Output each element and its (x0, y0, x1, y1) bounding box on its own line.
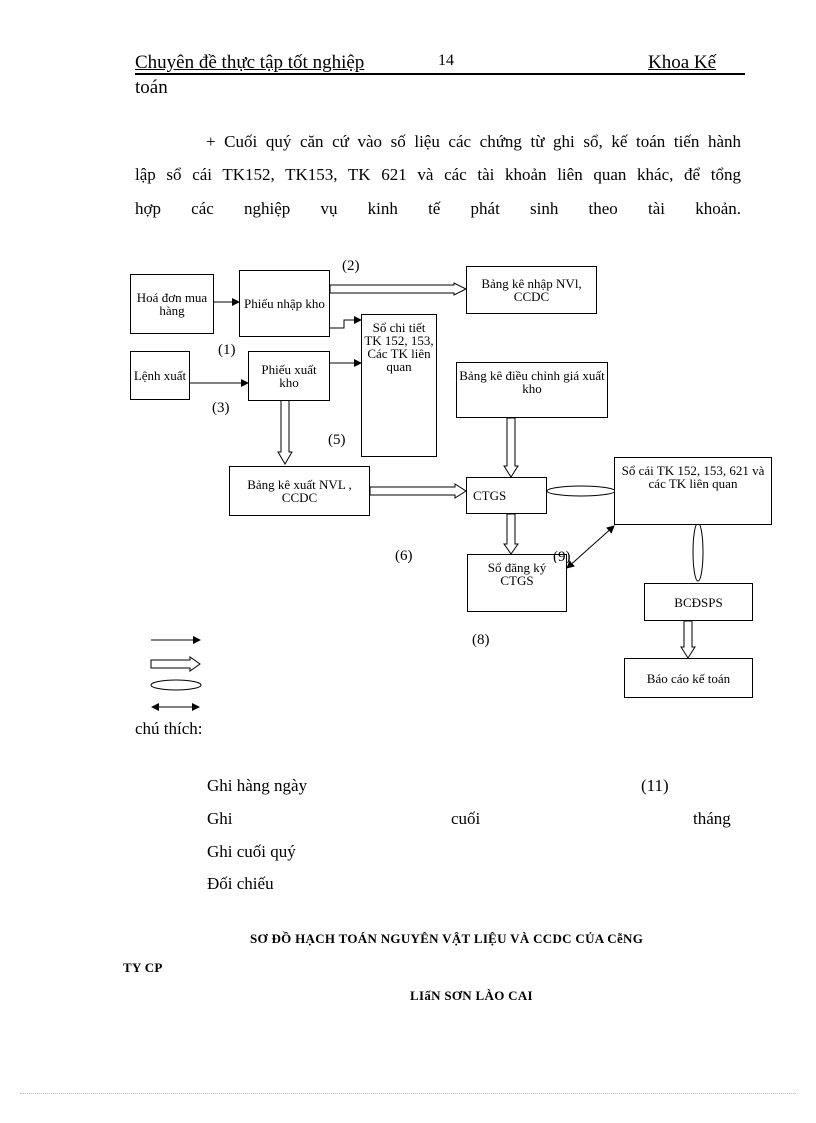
box-so-cai: Sổ cái TK 152, 153, 621 và các TK liên q… (614, 457, 772, 525)
legend-monthly-1: Ghi (207, 809, 233, 828)
box-phieu-nhap: Phiếu nhập kho (239, 270, 330, 337)
box-bang-ke-nhap: Bảng kê nhập NVl, CCDC (466, 266, 597, 314)
label-2: (2) (342, 258, 360, 274)
paragraph-line-1: + Cuối quý căn cứ vào số liệu các chứng … (206, 132, 741, 151)
legend-arrow-double (150, 656, 201, 672)
label-6: (6) (395, 548, 413, 564)
page-number: 14 (438, 52, 454, 69)
double-arrow-bcdsps-baocao (680, 620, 696, 659)
paragraph-line-2: lập sổ cái TK152, TK153, TK 621 và các t… (135, 165, 741, 184)
box-so-dang-ky: Sổ đăng ký CTGS (467, 554, 567, 612)
label-1: (1) (218, 342, 236, 358)
box-bang-ke-dieu-chinh: Bảng kê điều chỉnh giá xuất kho (456, 362, 608, 418)
legend-monthly-3: tháng (693, 809, 731, 828)
box-hoa-don: Hoá đơn mua hàng (130, 274, 214, 334)
header-rule (135, 73, 745, 75)
double-arrow-bangke-ctgs (369, 483, 467, 499)
label-8: (8) (472, 632, 490, 648)
double-arrow-dieuchinh-ctgs (503, 417, 519, 478)
legend-monthly-2: cuối (451, 809, 481, 828)
header-left: Chuyên đề thực tập tốt nghiệp (135, 52, 365, 73)
legend-daily: Ghi hàng ngày (207, 776, 308, 795)
box-bcdsps: BCĐSPS (644, 583, 753, 621)
double-arrow-ctgs-sodangky (503, 513, 519, 555)
legend-ellipse (150, 679, 202, 691)
legend-heading: chú thích: (135, 719, 203, 738)
box-bao-cao: Báo cáo kế toán (624, 658, 753, 698)
box-bang-ke-xuat: Bảng kê xuất NVL , CCDC (229, 466, 370, 516)
legend-reconcile: Đối chiếu (207, 874, 274, 893)
arrow-phieunhap-sochitiet (330, 316, 362, 329)
label-3: (3) (212, 400, 230, 416)
caption-line-1: SƠ ĐỒ HẠCH TOÁN NGUYÊN VẬT LIỆU VÀ CCDC … (250, 931, 644, 946)
label-9: (9) (553, 549, 571, 563)
ellipse-ctgs-socai (546, 485, 616, 497)
ellipse-socai-bcdsps (692, 522, 704, 582)
label-5: (5) (328, 432, 346, 448)
box-phieu-xuat: Phiếu xuất kho (248, 351, 330, 401)
header-right: Khoa Kế (648, 52, 717, 73)
arrow-sodangky-socai (566, 525, 615, 569)
double-arrow-to-bangkenhap (329, 282, 468, 296)
box-so-chi-tiet: Sổ chi tiết TK 152, 153, Các TK liên qua… (361, 314, 437, 457)
box-lenh-xuat: Lệnh xuất (130, 351, 190, 400)
page-bottom-divider (20, 1093, 796, 1094)
paragraph-line-3: hợp các nghiệp vụ kinh tế phát sinh theo… (135, 199, 741, 218)
caption-line-2: TY CP (123, 960, 163, 975)
label-11: (11) (641, 776, 669, 795)
box-ctgs: CTGS (466, 477, 547, 514)
legend-quarterly: Ghi cuối quý (207, 842, 296, 861)
header-continuation: toán (135, 77, 168, 98)
caption-line-3: LIấN SƠN LÀO CAI (410, 988, 533, 1003)
